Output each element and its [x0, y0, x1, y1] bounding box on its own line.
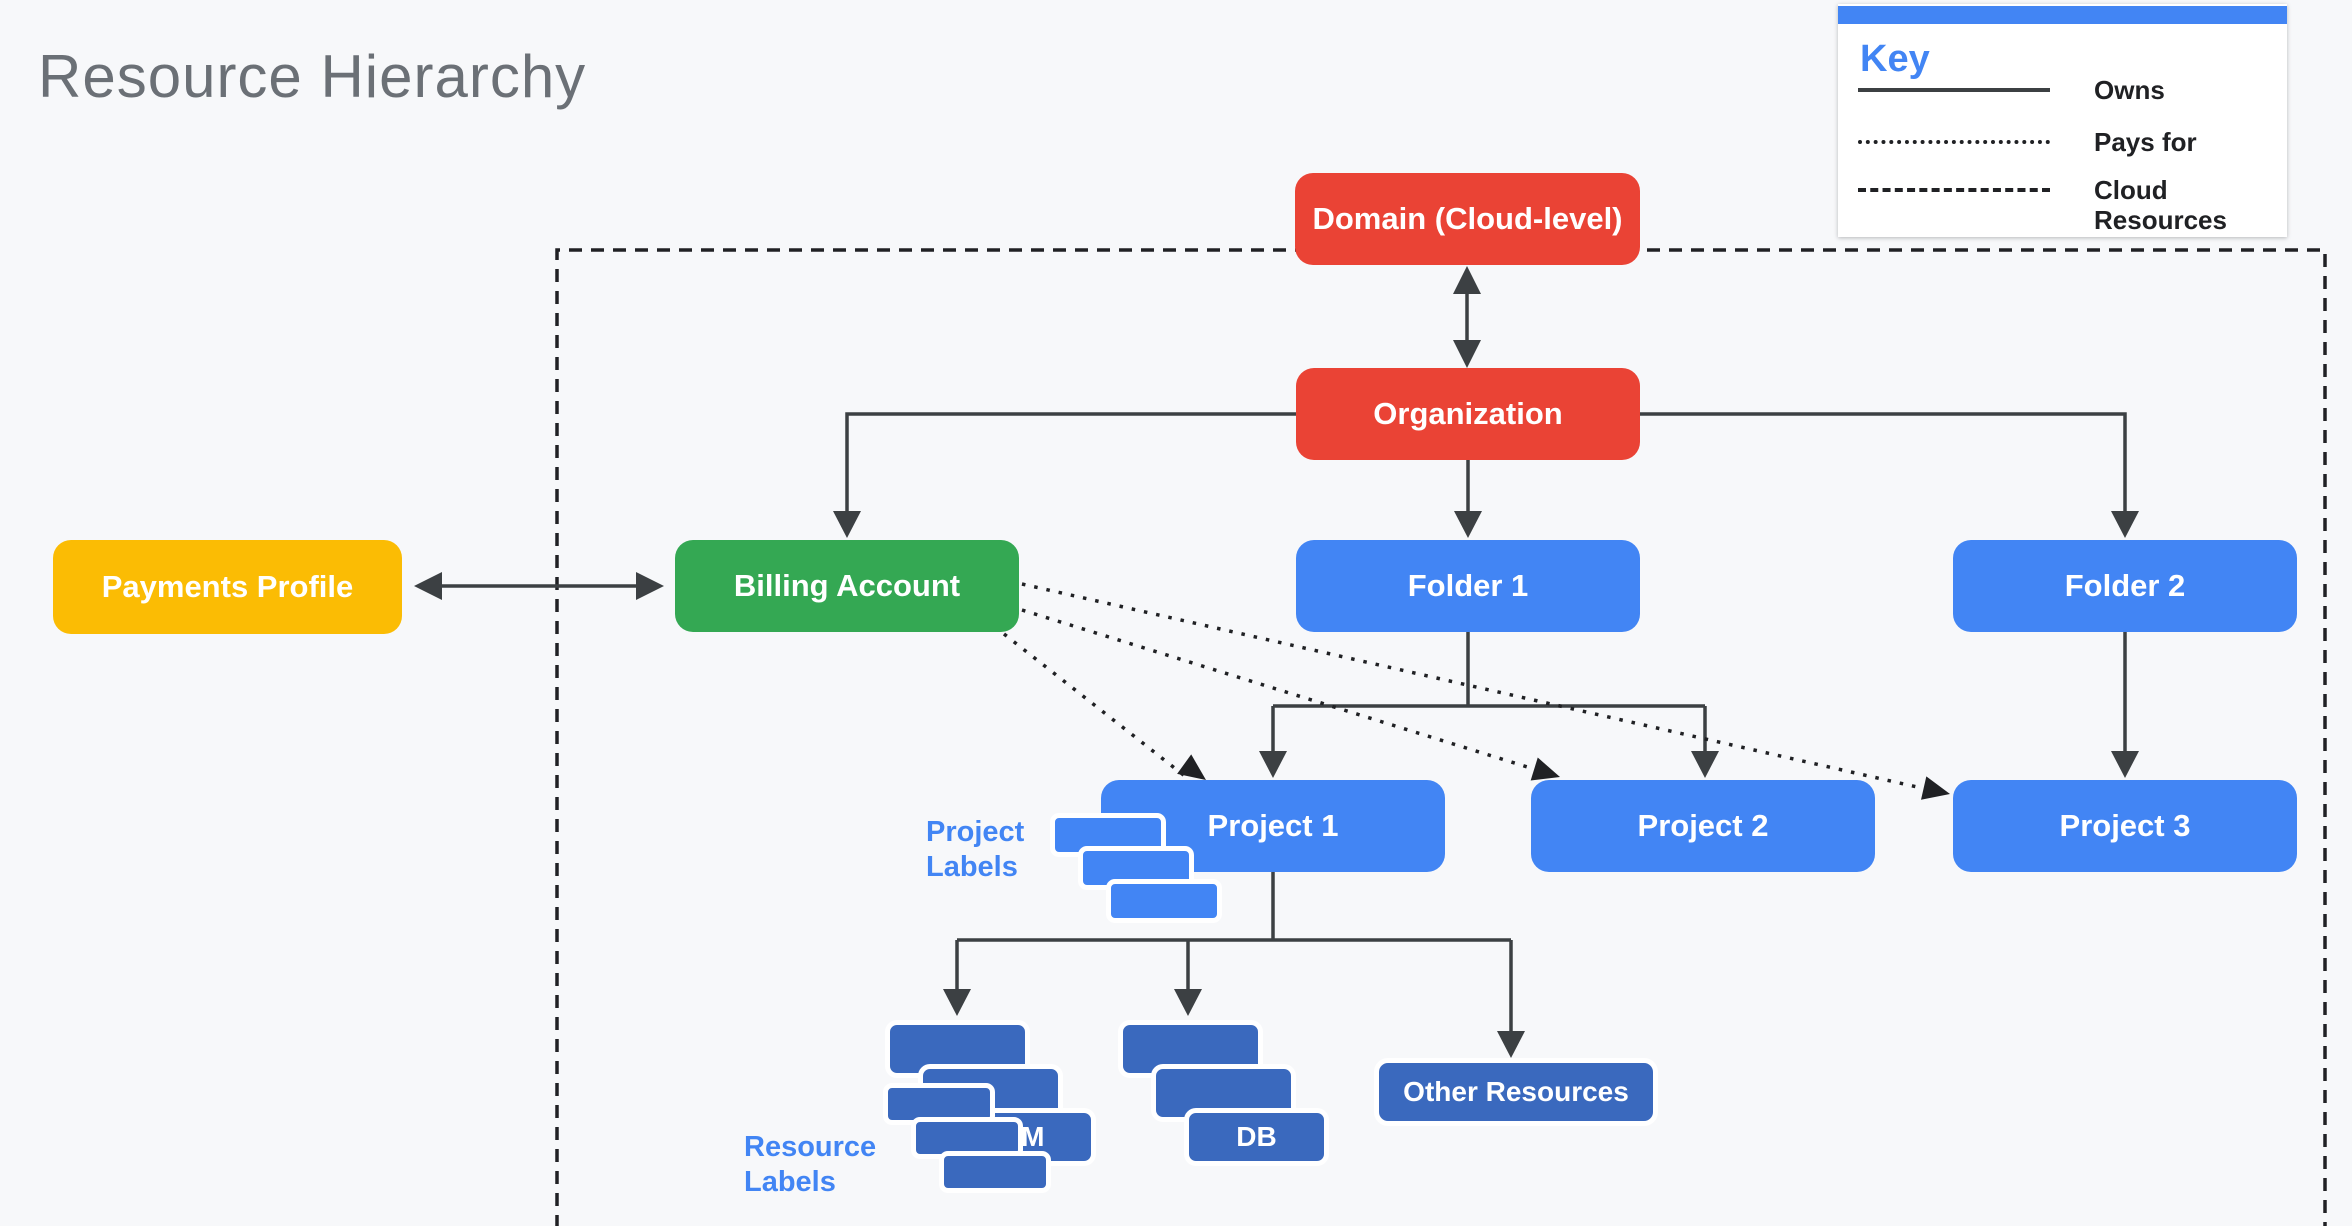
- payments-profile-node: Payments Profile: [53, 540, 402, 634]
- folder-1-node: Folder 1: [1296, 540, 1640, 632]
- key-panel-topbar: [1838, 6, 2287, 24]
- billing-account-node: Billing Account: [675, 540, 1019, 632]
- key-entry-pays-for: Pays for: [2094, 127, 2197, 157]
- key-title: Key: [1860, 38, 1930, 80]
- project-3-node: Project 3: [1953, 780, 2297, 872]
- key-panel: Key Owns Pays for Cloud Resources: [1838, 4, 2287, 237]
- project-2-node: Project 2: [1531, 780, 1875, 872]
- resource-labels-text: Resource Labels: [744, 1131, 877, 1198]
- other-resources-node: Other Resources: [1374, 1058, 1658, 1126]
- pays-for-connectors: [1002, 582, 1927, 791]
- owns-line-sample: [1858, 88, 2050, 92]
- domain-node: Domain (Cloud-level): [1295, 173, 1640, 265]
- cloud-resources-line-sample: [1858, 188, 2050, 192]
- owns-arrowheads: [414, 266, 2139, 1058]
- db-node: DB: [1184, 1108, 1329, 1166]
- organization-node: Organization: [1296, 368, 1640, 460]
- page-title: Resource Hierarchy: [38, 43, 587, 110]
- owns-connectors: [436, 292, 2127, 1038]
- pays-for-arrowheads: [1177, 754, 1950, 800]
- pays-for-line-sample: [1858, 140, 2050, 144]
- key-entry-owns: Owns: [2094, 75, 2165, 105]
- resource-label-chip: [939, 1151, 1051, 1193]
- project-labels-text: Project Labels: [926, 816, 1025, 883]
- cloud-boundary-dashed-rect: [555, 248, 2327, 1226]
- project-label-chip: [1106, 879, 1222, 923]
- key-entry-cloud-resources: Cloud Resources: [2094, 175, 2227, 235]
- folder-2-node: Folder 2: [1953, 540, 2297, 632]
